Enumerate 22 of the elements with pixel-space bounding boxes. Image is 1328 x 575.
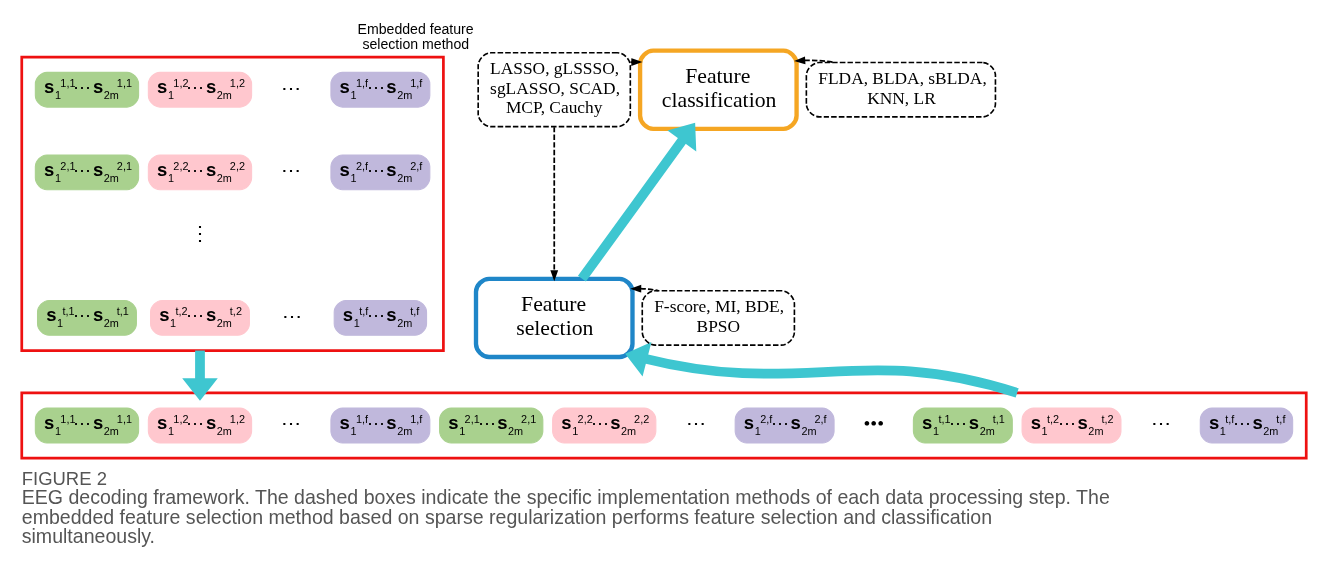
arrow [578,122,697,282]
arrow [794,56,836,65]
label: ⋯ [281,77,302,99]
label: ••• [863,413,884,435]
node-box: Feature selection [473,276,635,360]
label: ⋯ [282,305,303,327]
caption: EEG decoding framework. The dashed boxes indicate the specific implementation methods of each data processing step. The embedded feature selection method based on sparse regularization performs feature selection and classification simultaneously. [21,486,1110,548]
label: ⋯ [281,160,302,182]
arrow [629,58,643,66]
label: ⋮ [189,223,210,245]
arrow [550,126,559,282]
diagram-title: FIGURE 2 [21,467,107,489]
node-box: Feature classification [637,48,799,131]
cluster [20,55,445,352]
arrow [182,350,218,401]
node-label: Embedded feature selection method [357,20,474,52]
label: ⋯ [281,413,302,435]
label: ⋯ [685,413,706,435]
label: ⋯ [1150,413,1171,435]
arrow [630,284,660,293]
cluster [20,391,1308,460]
arrow [625,342,1019,398]
